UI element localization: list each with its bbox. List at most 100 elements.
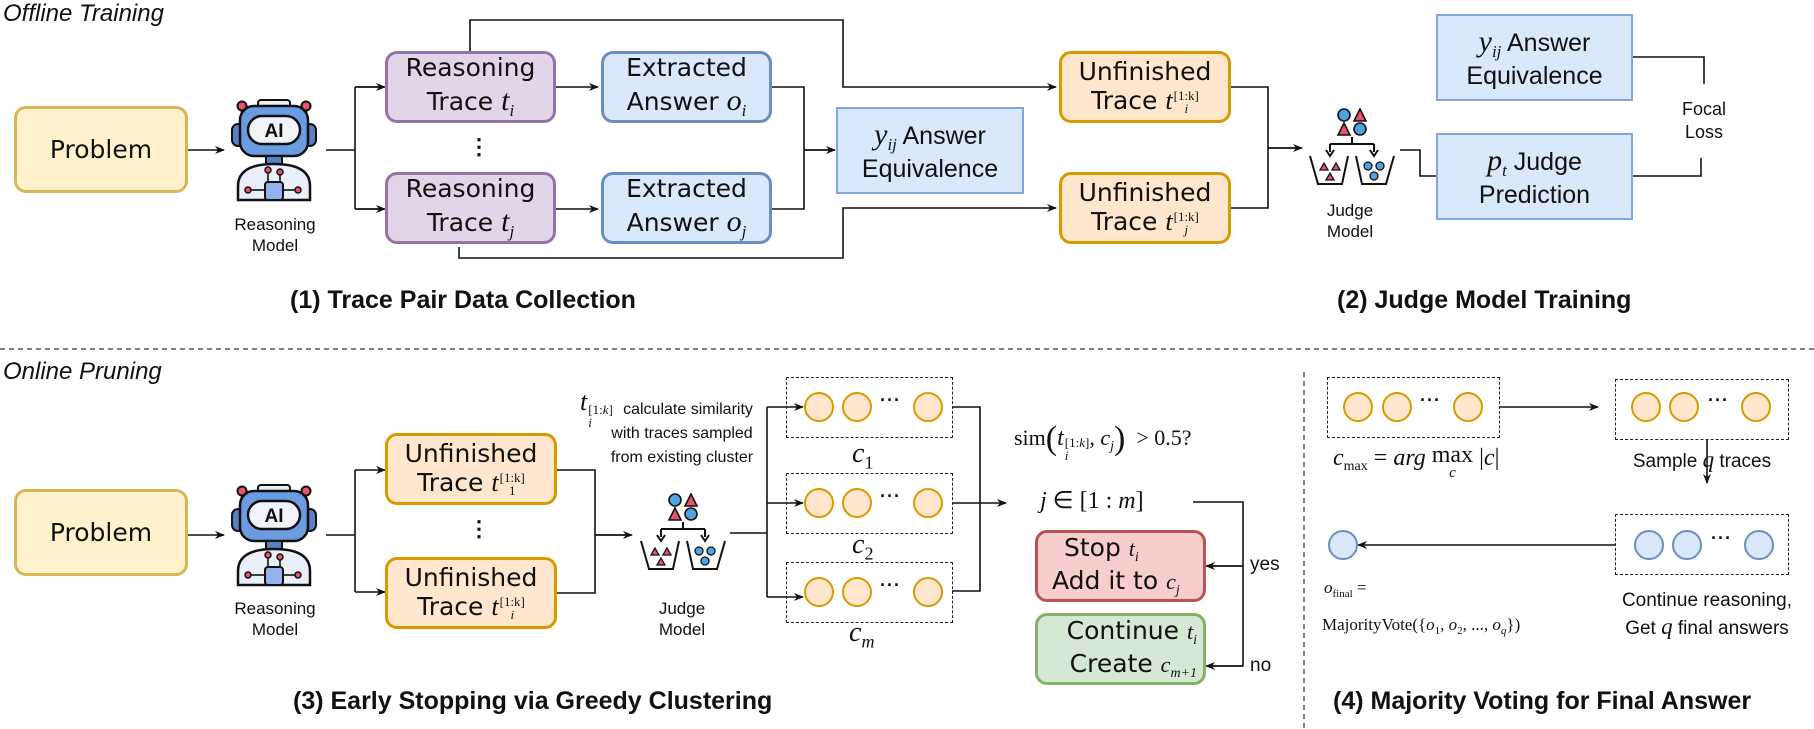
vdots: ⋮ [468, 516, 491, 541]
unf-line2: Trace t[1:k]1 [417, 468, 525, 499]
trace-var: t [501, 204, 510, 238]
answer-line2: Answer oi [627, 83, 747, 121]
majority-vote-formula: MajorityVote({o1, o2, ..., oq}) [1322, 615, 1521, 637]
trace-node [804, 488, 834, 518]
continue-reasoning-label: Continue reasoning, Get q final answers [1600, 589, 1814, 642]
unf-var: t [491, 592, 499, 622]
problem-box-online: Problem [14, 489, 188, 576]
j-range-formula: j ∈ [1 : m] [1040, 488, 1144, 514]
cont-line1: Continue reasoning, [1621, 590, 1793, 611]
ellipsis: ··· [880, 575, 901, 595]
unf-line1: Unfinished [404, 562, 538, 592]
stop-var: t [1128, 535, 1135, 561]
cluster-m-label: cm [849, 616, 874, 652]
ofinal-formula: ofinal = [1324, 578, 1367, 600]
final-answer-node [1328, 530, 1358, 560]
unf-sub: i [1184, 101, 1189, 117]
arrow-model-to-traces [326, 86, 383, 210]
unf-word: Trace [417, 468, 484, 498]
continue-sub: i [1193, 632, 1197, 648]
stop-word2: Add it to [1052, 566, 1159, 595]
label-line: Reasoning [234, 215, 316, 234]
label-line: Model [1326, 222, 1374, 242]
continue-word2: Create [1069, 649, 1153, 678]
cluster-sub: 1 [864, 452, 874, 473]
similarity-note-var: t[1:k]i [580, 387, 613, 430]
judge-model-label: Judge Model [1305, 200, 1395, 243]
ellipsis: ··· [880, 486, 901, 506]
unf-line2: Trace t[1:k]j [1091, 207, 1199, 238]
yes-label: yes [1250, 554, 1280, 575]
trace-word: Trace [426, 207, 494, 237]
equiv-word: Answer [1506, 28, 1591, 57]
robot-ai-icon: AI [231, 484, 317, 587]
continue-var2: c [1160, 652, 1171, 677]
trace-line1: Reasoning [405, 53, 536, 83]
pred-line2: Prediction [1478, 180, 1591, 209]
unf-sub: 1 [509, 483, 516, 499]
stop-line2: Add it to cj [1052, 566, 1180, 599]
sample-var: q [1702, 447, 1715, 472]
unf-word: Trace [1091, 207, 1158, 237]
label-line: Reasoning [234, 599, 316, 618]
pred-var: p [1487, 143, 1503, 177]
trace-node [842, 392, 872, 422]
trace-line1: Reasoning [405, 174, 536, 204]
section-2-title: (2) Judge Model Training [1337, 286, 1632, 314]
cont-var: q [1661, 613, 1673, 639]
answer-node [1634, 530, 1664, 560]
robot-ai-icon: AI [231, 99, 317, 202]
unf-sub: i [510, 607, 515, 623]
stop-sub: i [1134, 549, 1139, 565]
trace-line2: Trace tj [427, 204, 514, 242]
cluster-var: c [852, 529, 865, 560]
unf-line1: Unfinished [1078, 56, 1212, 86]
note-line: calculate similarity [623, 401, 753, 418]
unfinished-trace-i-box-online: Unfinished Trace t[1:k]i [385, 557, 557, 629]
problem-box: Problem [14, 106, 188, 193]
trace-node [804, 577, 834, 607]
answer-sub: i [741, 100, 747, 120]
continue-var: t [1186, 618, 1194, 644]
trace-node [804, 392, 834, 422]
label-line: Model [251, 236, 299, 256]
unf-var: t [1165, 207, 1173, 237]
reasoning-model-label: Reasoning Model [220, 214, 330, 257]
cluster-2 [786, 473, 953, 534]
vdots: ⋮ [468, 134, 491, 159]
unf-sup: [1:k] [499, 470, 525, 486]
label-line: Focal [1681, 99, 1726, 119]
extracted-answer-i-box: Extracted Answer oi [601, 51, 772, 123]
cluster-sub: 2 [864, 543, 874, 564]
trace-node [842, 577, 872, 607]
cluster-1 [786, 377, 953, 438]
svg-text:AI: AI [265, 121, 284, 142]
arrow-trace-j-to-unfinished [458, 204, 1057, 259]
judge-prediction-box: pt Judge Prediction [1436, 133, 1633, 220]
largest-cluster [1327, 377, 1500, 438]
note-line: with traces sampled [611, 425, 753, 442]
answer-line2: Answer oj [627, 204, 747, 242]
sample-pre: Sample [1632, 451, 1698, 472]
answer-word: Answer [626, 86, 719, 116]
continue-box: Continue ti Create cm+1 [1035, 613, 1206, 685]
continue-word: Continue [1066, 615, 1180, 645]
sampled-traces [1615, 379, 1789, 440]
label-line: Judge [658, 599, 706, 618]
stop-var2: c [1166, 569, 1176, 594]
online-pruning-heading: Online Pruning [3, 358, 162, 385]
judge-model-label-online: Judge Model [637, 598, 727, 641]
unf-line2: Trace t[1:k]i [1091, 86, 1199, 117]
reasoning-trace-j-box: Reasoning Trace tj [385, 172, 556, 244]
focal-loss-label: Focal Loss [1664, 98, 1744, 143]
answer-equivalence-target-box: yij Answer Equivalence [1436, 14, 1633, 101]
unfinished-trace-j-box: Unfinished Trace t[1:k]j [1059, 172, 1231, 244]
unf-word: Trace [417, 592, 484, 622]
trace-node [913, 488, 943, 518]
ellipsis: ··· [1711, 528, 1732, 548]
trace-node [1631, 392, 1661, 422]
problem-label: Problem [49, 134, 153, 164]
trace-node [1741, 392, 1771, 422]
pred-sub: t [1502, 160, 1507, 180]
